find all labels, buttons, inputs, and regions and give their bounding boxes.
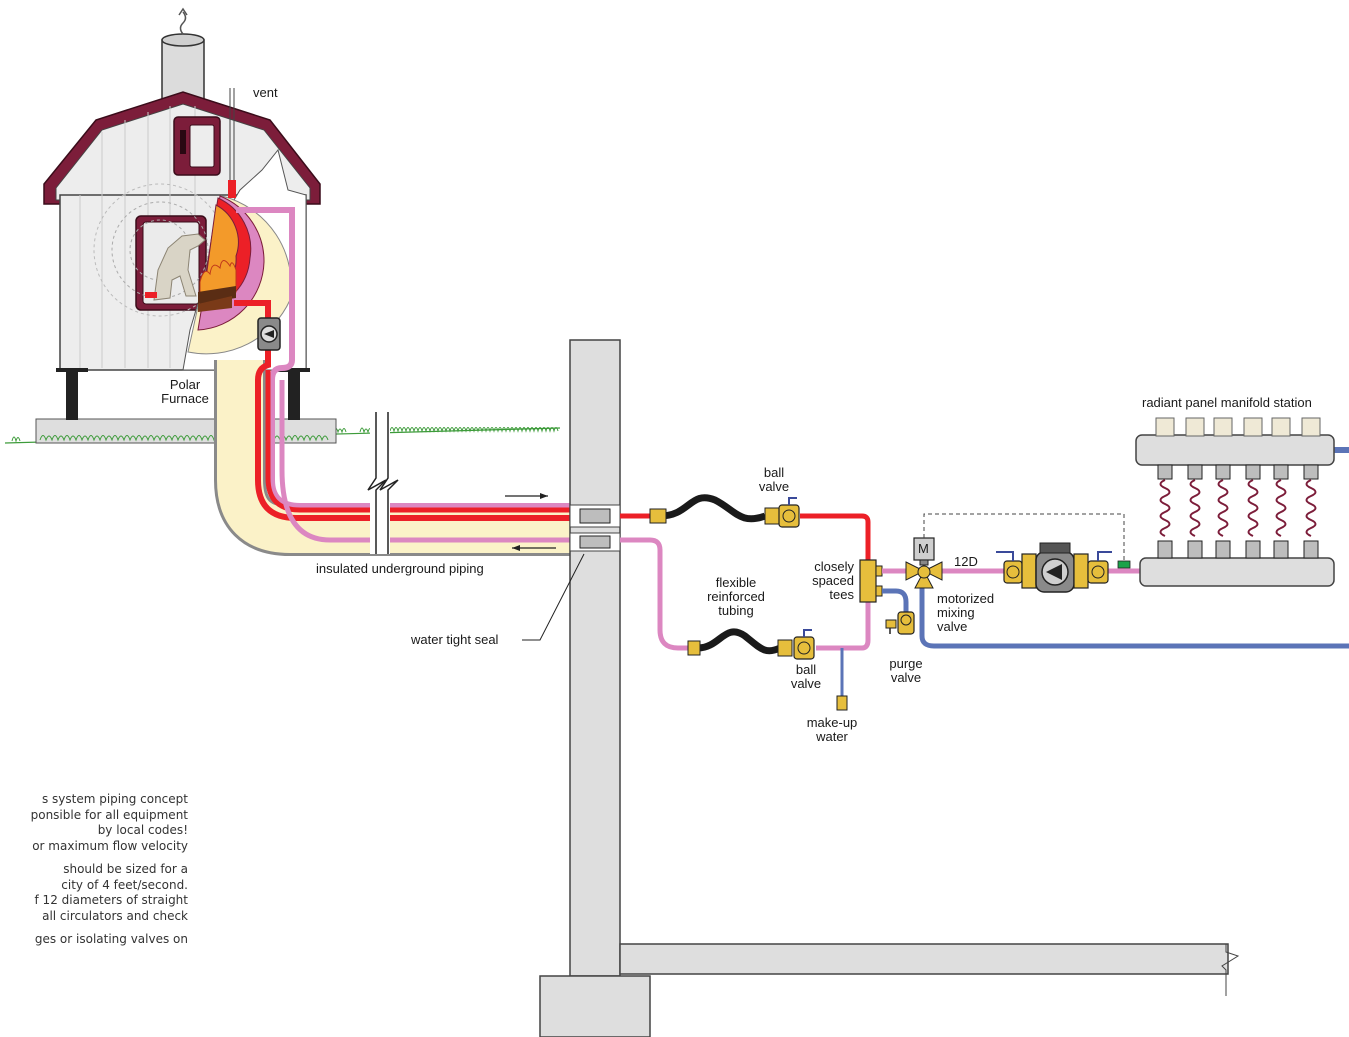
pipe-break <box>367 412 399 554</box>
furnace-leg <box>288 370 300 420</box>
ball-valve-icon <box>764 497 800 528</box>
ball-valve-label-bottom: ball valve <box>790 662 822 691</box>
note-line: ges or isolating valves on <box>34 932 188 946</box>
manifold-station-label: radiant panel manifold station <box>1142 395 1312 410</box>
wall-sleeve <box>569 504 621 552</box>
flexible-hose <box>697 628 782 655</box>
flexible-hose <box>659 494 767 523</box>
make-up-water-label: make-up water <box>806 715 858 744</box>
vent-pipe <box>229 88 235 196</box>
supply-pipe <box>265 370 620 513</box>
return-pipe <box>620 537 688 651</box>
mixing-valve-icon <box>905 537 943 589</box>
leader-line <box>522 553 585 641</box>
temperature-sensor <box>1117 560 1131 569</box>
note-line <box>0 854 188 862</box>
return-pipe <box>279 380 620 543</box>
twelve-d-label: 12D <box>954 554 978 569</box>
note-line: ponsible for all equipment <box>30 807 188 822</box>
union-fitting <box>649 508 701 656</box>
ball-valve-label-top: ball valve <box>758 465 790 494</box>
foundation-wall <box>539 339 1240 1037</box>
note-line: all circulators and check <box>42 908 188 923</box>
closely-spaced-tees-label: closely spaced tees <box>812 559 854 602</box>
note-line <box>0 924 188 932</box>
note-line: or maximum flow velocity <box>32 838 188 853</box>
arrow-icon <box>505 493 556 551</box>
water-tight-seal-label: water tight seal <box>411 632 499 647</box>
insulated-piping-label: insulated underground piping <box>316 561 484 576</box>
smoke-icon <box>178 7 188 35</box>
underground-piping <box>214 360 620 556</box>
purge-valve-icon <box>885 611 915 635</box>
make-up-water-valve <box>836 695 848 711</box>
return-cold-pipe <box>919 585 1349 649</box>
note-line: city of 4 feet/second. <box>61 877 188 892</box>
motor-label: M <box>918 541 929 556</box>
furnace-label: Polar Furnace <box>161 377 209 406</box>
return-pipe <box>816 598 871 651</box>
concrete-pad <box>35 418 337 444</box>
purge-valve-label: purge valve <box>889 656 923 685</box>
control-wire <box>923 513 1125 562</box>
flexible-tubing-label: flexible reinforced tubing <box>707 575 765 618</box>
circulator-pump-icon <box>257 317 281 351</box>
note-line: s system piping concept <box>41 792 188 806</box>
ball-valve-icon <box>777 629 815 660</box>
note-line: should be sized for a <box>63 862 188 876</box>
supply-pipe <box>800 513 871 560</box>
return-cold-pipe <box>882 588 909 630</box>
vent-label: vent <box>253 85 278 100</box>
return-pipe <box>236 207 600 509</box>
furnace-leg <box>66 370 78 420</box>
circulator-pump-icon <box>996 542 1112 593</box>
supply-pipe <box>255 350 620 521</box>
closely-spaced-tees <box>859 559 883 603</box>
supply-pipe <box>234 300 271 318</box>
installation-notes: s system piping concept ponsible for all… <box>0 792 188 948</box>
motorized-mixing-valve-label: motorized mixing valve <box>937 591 995 634</box>
note-line: by local codes! <box>97 823 188 837</box>
radiant-manifold <box>1135 417 1335 587</box>
polar-bear-icon <box>145 233 206 301</box>
fire-icon <box>198 260 237 312</box>
note-line: f 12 diameters of straight <box>34 893 188 907</box>
